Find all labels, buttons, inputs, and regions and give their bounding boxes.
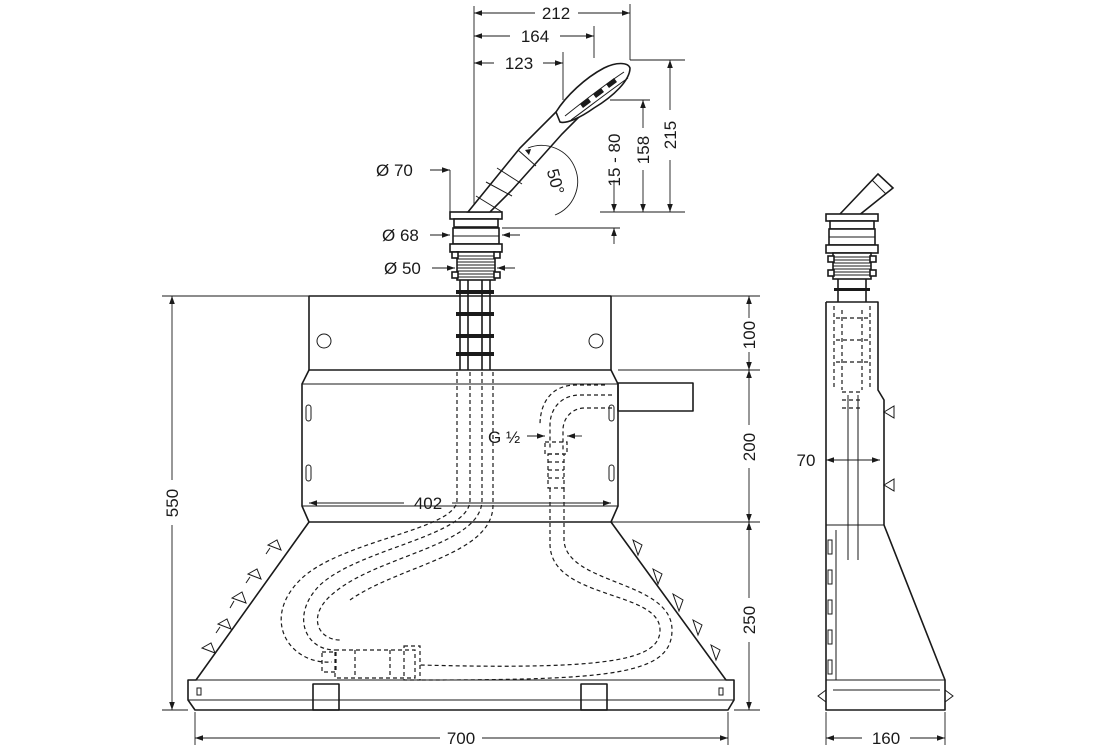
dim-15-80: 15 - 80 — [605, 134, 624, 187]
dim-158: 158 — [634, 136, 653, 164]
dim-402: 402 — [414, 494, 442, 513]
dimension-labels: 212 164 123 215 158 15 - 80 50° Ø 70 Ø 6… — [163, 4, 900, 748]
front-view-body — [187, 295, 735, 711]
dim-side-70: 70 — [797, 451, 816, 470]
dim-angle: 50° — [543, 167, 568, 197]
hidden-hoses — [280, 372, 673, 681]
dim-dia50: Ø 50 — [384, 259, 421, 278]
dim-123: 123 — [505, 54, 533, 73]
handshower-assembly — [449, 62, 631, 370]
dimensions-handshower — [430, 4, 685, 271]
dim-215: 215 — [661, 121, 680, 149]
dim-200: 200 — [740, 433, 759, 461]
side-view — [817, 172, 954, 711]
dimensions-side — [825, 457, 946, 745]
dim-dia70: Ø 70 — [376, 161, 413, 180]
dim-550: 550 — [163, 489, 182, 517]
dim-dia68: Ø 68 — [382, 226, 419, 245]
dim-164: 164 — [521, 27, 549, 46]
dim-700: 700 — [447, 729, 475, 748]
dim-250: 250 — [740, 606, 759, 634]
dim-thread: G ½ — [488, 428, 520, 447]
dim-100: 100 — [740, 321, 759, 349]
dim-212: 212 — [542, 4, 570, 23]
dim-160: 160 — [872, 729, 900, 748]
dimensions-body — [162, 295, 760, 745]
